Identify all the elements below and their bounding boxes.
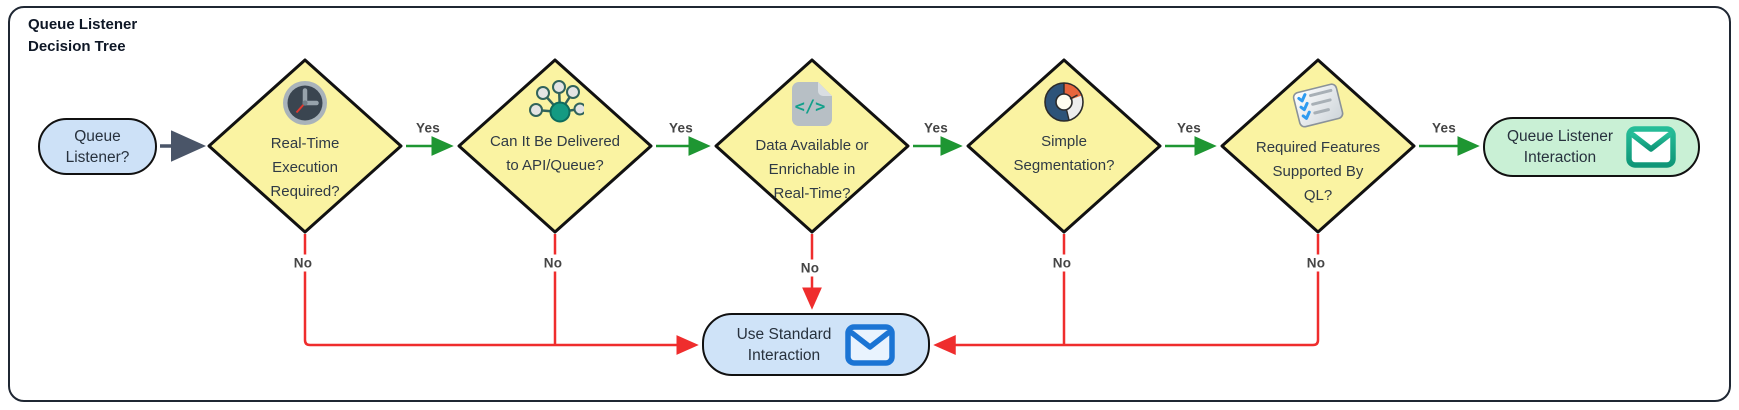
decision-data-line3: Real-Time? [773,185,851,202]
yes-label-5: Yes [1432,120,1456,136]
queue-listener-interaction-node: Queue Listener Interaction [1483,117,1700,177]
decision-features-line3: QL? [1303,187,1333,204]
diagram-title: Queue Listener Decision Tree [28,14,137,58]
diagram-title-line2: Decision Tree [28,38,126,55]
decision-features-line1: Required Features [1255,139,1381,156]
decision-segmentation-line2: Segmentation? [1013,157,1115,174]
clock-icon [282,80,328,126]
envelope-blue-icon [845,323,896,366]
decision-features-line2: Supported By [1272,163,1364,180]
checklist-icon [1289,80,1347,130]
network-hub-icon [526,80,584,124]
yes-label-3: Yes [924,120,948,136]
no-label-2: No [539,254,567,272]
use-standard-interaction-node: Use Standard Interaction [702,313,930,376]
success-node-line2: Interaction [1523,149,1597,166]
no-label-5: No [1302,254,1330,272]
decision-data-available: </> Data Available or Enrichable in Real… [714,58,910,234]
decision-realtime-execution: Real-Time Execution Required? [207,58,403,234]
diagram-title-line1: Queue Listener [28,16,138,33]
success-node-line1: Queue Listener [1507,128,1613,145]
start-node-queue-listener: Queue Listener? [38,118,157,175]
decision-data-line1: Data Available or [755,137,869,154]
start-node-line1: Queue [74,127,121,145]
decision-simple-segmentation: Simple Segmentation? [966,58,1162,234]
decision-data-line2: Enrichable in [768,161,856,178]
no-label-3: No [796,259,824,277]
envelope-green-icon [1626,126,1676,168]
decision-realtime-line2: Execution [272,159,338,176]
code-glyph: </> [795,97,826,117]
yes-label-2: Yes [669,120,693,136]
no-label-1: No [289,254,317,272]
decision-realtime-line1: Real-Time [270,135,340,152]
decision-required-features: Required Features Supported By QL? [1220,58,1416,234]
fallback-node-line1: Use Standard [736,325,832,343]
start-node-line2: Listener? [65,148,130,166]
decision-delivery-line1: Can It Be Delivered [489,133,621,150]
code-file-icon: </> [789,80,835,128]
decision-delivery-line2: to API/Queue? [506,157,604,174]
yes-label-4: Yes [1177,120,1201,136]
yes-label-1: Yes [416,120,440,136]
fallback-node-line2: Interaction [747,346,821,364]
decision-api-queue-delivery: Can It Be Delivered to API/Queue? [457,58,653,234]
donut-chart-icon [1042,80,1086,124]
decision-realtime-line3: Required? [270,183,340,200]
decision-segmentation-line1: Simple [1041,133,1087,150]
no-label-4: No [1048,254,1076,272]
